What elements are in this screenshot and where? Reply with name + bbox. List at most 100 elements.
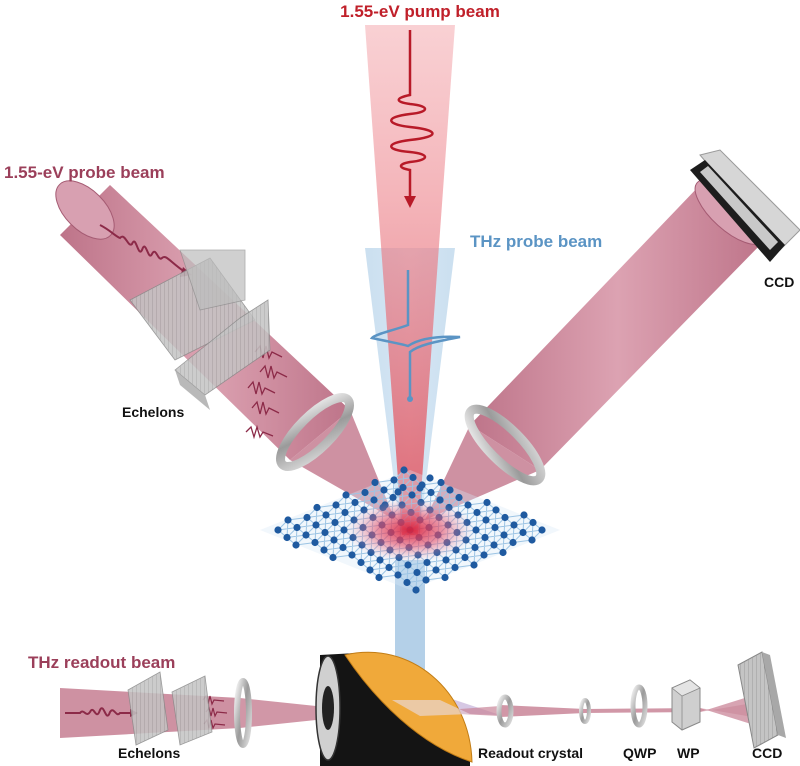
lattice-atom xyxy=(529,518,537,527)
lattice-atom xyxy=(292,541,300,549)
lattice-atom xyxy=(427,488,435,497)
label-pump-beam: 1.55-eV pump beam xyxy=(340,2,500,21)
lattice-atom xyxy=(385,563,393,572)
lattice-atom xyxy=(483,498,491,507)
lattice-atom xyxy=(480,551,488,559)
lattice-atom xyxy=(501,513,509,522)
lattice-atom xyxy=(432,566,440,574)
lattice-atom xyxy=(471,543,479,552)
lattice-atom xyxy=(284,516,292,524)
lattice-atom xyxy=(351,498,359,507)
lattice-atom xyxy=(451,563,459,572)
label-echelons-top: Echelons xyxy=(122,404,184,420)
pump-pulse-icon xyxy=(390,30,434,200)
lattice-atom xyxy=(332,501,340,509)
lattice-atom xyxy=(510,521,518,529)
lattice-atom xyxy=(400,466,408,474)
lattice-atom xyxy=(426,474,434,482)
lattice-atom xyxy=(403,578,411,587)
label-probe-beam: 1.55-eV probe beam xyxy=(4,163,165,182)
lattice-atom xyxy=(302,531,310,539)
lattice-atom xyxy=(528,536,536,544)
lattice-atom xyxy=(329,553,337,562)
lattice-atom xyxy=(538,526,546,534)
lattice-atom xyxy=(446,486,454,494)
lattice-atom xyxy=(348,551,356,559)
lattice-atom xyxy=(321,528,329,537)
label-ccd-top: CCD xyxy=(764,274,794,290)
wollaston-prism xyxy=(671,679,701,731)
lens-left xyxy=(276,393,354,471)
readout-crystal xyxy=(392,700,470,716)
lens-right xyxy=(464,404,546,486)
lattice-atom xyxy=(366,566,374,574)
lens-bottom xyxy=(234,678,252,748)
lattice-atom xyxy=(499,548,507,557)
lattice-atom xyxy=(470,561,478,569)
lattice-atom xyxy=(370,496,378,504)
lattice-atom xyxy=(390,476,398,484)
lattice-atom xyxy=(481,533,489,542)
lattice-atom xyxy=(464,501,472,509)
echelons-top xyxy=(129,249,271,410)
lattice-atom xyxy=(408,491,416,499)
lattice-atom xyxy=(482,516,490,524)
lattice-atom xyxy=(293,523,301,532)
ccd-bottom xyxy=(737,651,786,749)
lattice-atom xyxy=(283,533,291,542)
lens-readout-1 xyxy=(496,694,514,728)
lattice-atom xyxy=(331,518,339,527)
lattice-atom xyxy=(394,571,402,579)
lattice-atom xyxy=(313,503,321,512)
lattice-atom xyxy=(274,526,282,534)
lattice-atom xyxy=(339,543,347,552)
echelons-bottom xyxy=(127,671,213,746)
lattice-atom xyxy=(437,478,445,487)
label-ccd-bottom: CCD xyxy=(752,745,782,761)
lattice-atom xyxy=(311,538,319,547)
lattice-atom xyxy=(322,511,330,519)
lattice-atom xyxy=(441,573,449,582)
lens-readout-2 xyxy=(579,698,591,724)
lattice-atom xyxy=(413,568,421,577)
lattice-atom xyxy=(520,511,528,519)
qwp xyxy=(630,684,648,728)
lattice-atom xyxy=(416,484,424,492)
label-thz-readout-beam: THz readout beam xyxy=(28,653,175,672)
lattice-atom xyxy=(341,508,349,517)
lattice-atom xyxy=(371,478,379,487)
lattice-atom xyxy=(342,491,350,499)
lattice-atom xyxy=(461,553,469,562)
lattice-atom xyxy=(490,541,498,549)
lattice-atom xyxy=(330,536,338,544)
lattice-atom xyxy=(509,538,517,547)
lattice-atom xyxy=(380,486,388,494)
lattice-atom xyxy=(375,573,383,582)
label-echelons-bottom: Echelons xyxy=(118,745,180,761)
lattice-atom xyxy=(361,488,369,497)
lattice-atom xyxy=(422,576,430,584)
label-readout-crystal: Readout crystal xyxy=(478,745,583,761)
lattice-atom xyxy=(409,473,417,482)
lattice-atom xyxy=(519,528,527,537)
pump-beam xyxy=(365,25,455,535)
lattice-atom xyxy=(442,556,450,564)
probe-pulse-icon xyxy=(99,224,186,273)
label-thz-probe-beam: THz probe beam xyxy=(470,232,602,251)
lattice-atom xyxy=(500,531,508,539)
lattice-atom xyxy=(412,586,420,594)
lattice-atom xyxy=(491,523,499,532)
lattice-atom xyxy=(492,506,500,514)
lattice-atom xyxy=(473,508,481,517)
probe-beam-right xyxy=(425,179,766,520)
lattice-atom xyxy=(455,493,463,502)
lattice-atom xyxy=(320,546,328,554)
ccd-top xyxy=(690,149,800,262)
readout-pulse-icon xyxy=(65,707,132,717)
label-qwp: QWP xyxy=(623,745,656,761)
lattice-atom xyxy=(399,483,407,492)
lattice-atom xyxy=(357,558,365,567)
label-wp: WP xyxy=(677,745,700,761)
lattice-atom xyxy=(394,488,402,496)
